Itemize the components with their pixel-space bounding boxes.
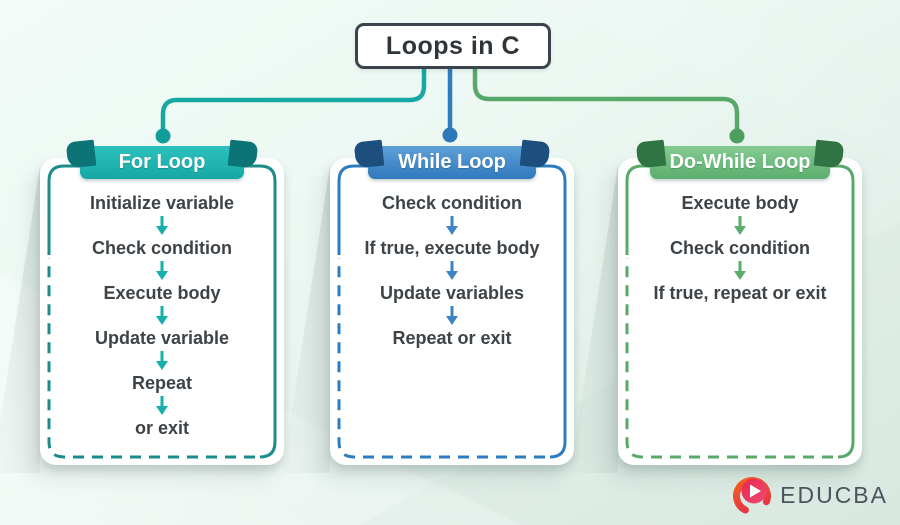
step-label: Update variable [94,328,230,348]
step-label: If true, repeat or exit [653,283,827,303]
step-label: Check condition [381,193,522,213]
for-loop-ribbon: For Loop [80,146,244,179]
step-label: or exit [134,418,190,438]
green-connector-dot [729,128,745,144]
step-label: Initialize variable [89,193,235,213]
down-arrow-icon [732,261,748,280]
teal-connector-dot [155,128,171,144]
do-while-loop-ribbon: Do-While Loop [650,146,830,179]
blue-connector-dot [442,127,458,143]
page-title: Loops in C [385,31,521,60]
educba-wordmark: EDUCBA [780,481,888,508]
educba-logo: EDUCBA [731,472,888,518]
down-arrow-icon [154,396,170,415]
down-arrow-icon [732,216,748,235]
down-arrow-icon [444,306,460,325]
down-arrow-icon [444,216,460,235]
step-label: Repeat [131,373,193,393]
step-label: Check condition [669,238,810,258]
down-arrow-icon [154,306,170,325]
step-label: If true, execute body [364,238,540,258]
card-border [625,164,855,459]
step-label: Execute body [681,193,799,213]
card-title: Do-While Loop [669,151,811,173]
title-box: Loops in C [355,23,551,69]
step-label: Update variables [379,283,525,303]
step-label: Execute body [103,283,221,303]
connector-lines [155,63,745,144]
step-label: Repeat or exit [392,328,512,348]
card-border [337,164,567,459]
while-loop-card: While Loop Check condition If true, execu… [330,146,574,465]
card-title: For Loop [118,151,206,173]
green-connector-line [472,63,740,133]
down-arrow-icon [444,261,460,280]
educba-logo-icon [733,477,772,515]
down-arrow-icon [154,261,170,280]
teal-connector-line [160,63,427,133]
down-arrow-icon [154,216,170,235]
step-label: Check condition [91,238,232,258]
while-loop-ribbon: While Loop [368,146,536,179]
card-border [47,164,277,459]
card-title: While Loop [398,151,506,173]
down-arrow-icon [154,351,170,370]
